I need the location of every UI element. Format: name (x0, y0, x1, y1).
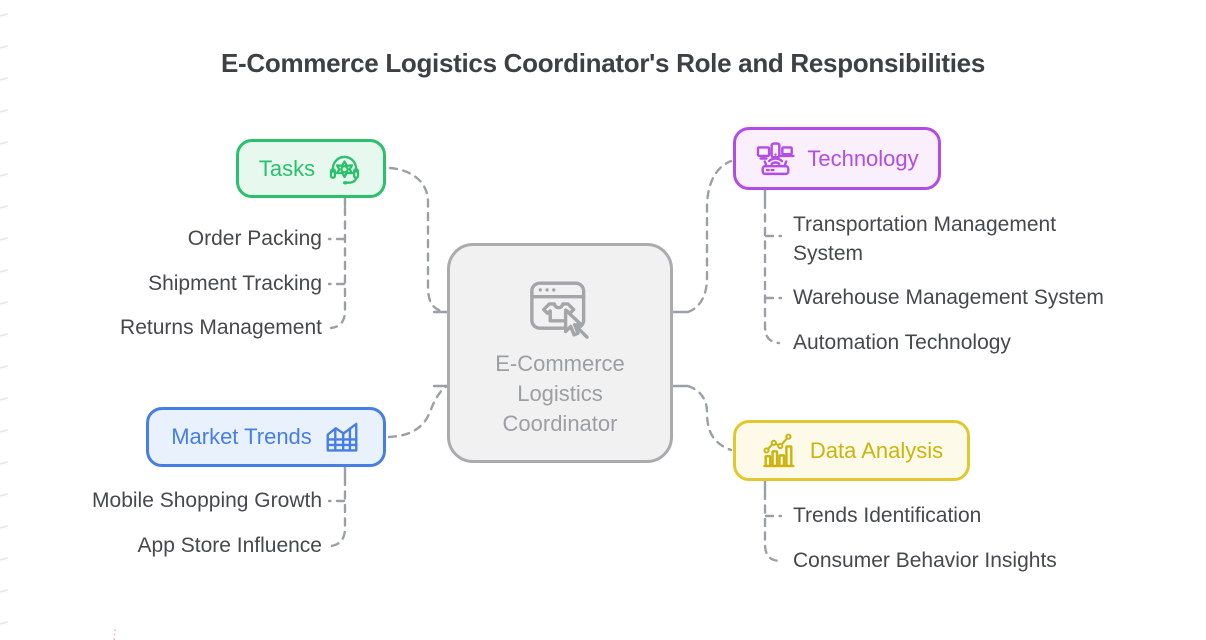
data-item-trends-identification: Trends Identification (793, 504, 982, 527)
grid-area-chart-icon (326, 422, 358, 452)
branch-node-tasks[interactable]: Tasks (236, 139, 386, 198)
headset-gear-icon (329, 155, 360, 185)
branch-node-data-analysis[interactable]: Data Analysis (733, 420, 970, 481)
branch-node-technology[interactable]: Technology (733, 127, 941, 190)
tasks-item-returns-management: Returns Management (120, 316, 322, 339)
solid-stubs (343, 187, 767, 493)
technology-label: Technology (807, 145, 919, 171)
bar-line-chart-icon (763, 433, 795, 468)
tasks-item-order-packing: Order Packing (187, 227, 322, 250)
watermark-fragment (113, 628, 116, 640)
left-edge-ticks (0, 13, 9, 625)
technology-item-tms: Transportation Management System (793, 213, 1057, 265)
tasks-label: Tasks (258, 155, 316, 181)
technology-item-wms: Warehouse Management System (793, 286, 1104, 309)
center-label-line2: Logistics (517, 381, 603, 406)
tasks-item-shipment-tracking: Shipment Tracking (148, 272, 322, 295)
page-title: E-Commerce Logistics Coordinator's Role … (221, 48, 985, 79)
browser-shopping-cursor-icon (530, 281, 589, 339)
market-item-mobile-shopping-growth: Mobile Shopping Growth (92, 489, 322, 512)
dashed-connectors (327, 159, 783, 563)
data-analysis-label: Data Analysis (809, 437, 944, 463)
center-label-line3: Coordinator (502, 411, 618, 436)
devices-network-icon (757, 142, 795, 176)
center-label-line1: E-Commerce (495, 351, 625, 376)
technology-item-automation: Automation Technology (793, 331, 1011, 354)
center-node[interactable]: E-Commerce Logistics Coordinator (447, 243, 673, 463)
branch-node-market-trends[interactable]: Market Trends (146, 407, 386, 467)
data-item-consumer-behavior-insights: Consumer Behavior Insights (793, 549, 1057, 572)
market-item-app-store-influence: App Store Influence (137, 534, 322, 557)
market-trends-label: Market Trends (171, 424, 312, 449)
